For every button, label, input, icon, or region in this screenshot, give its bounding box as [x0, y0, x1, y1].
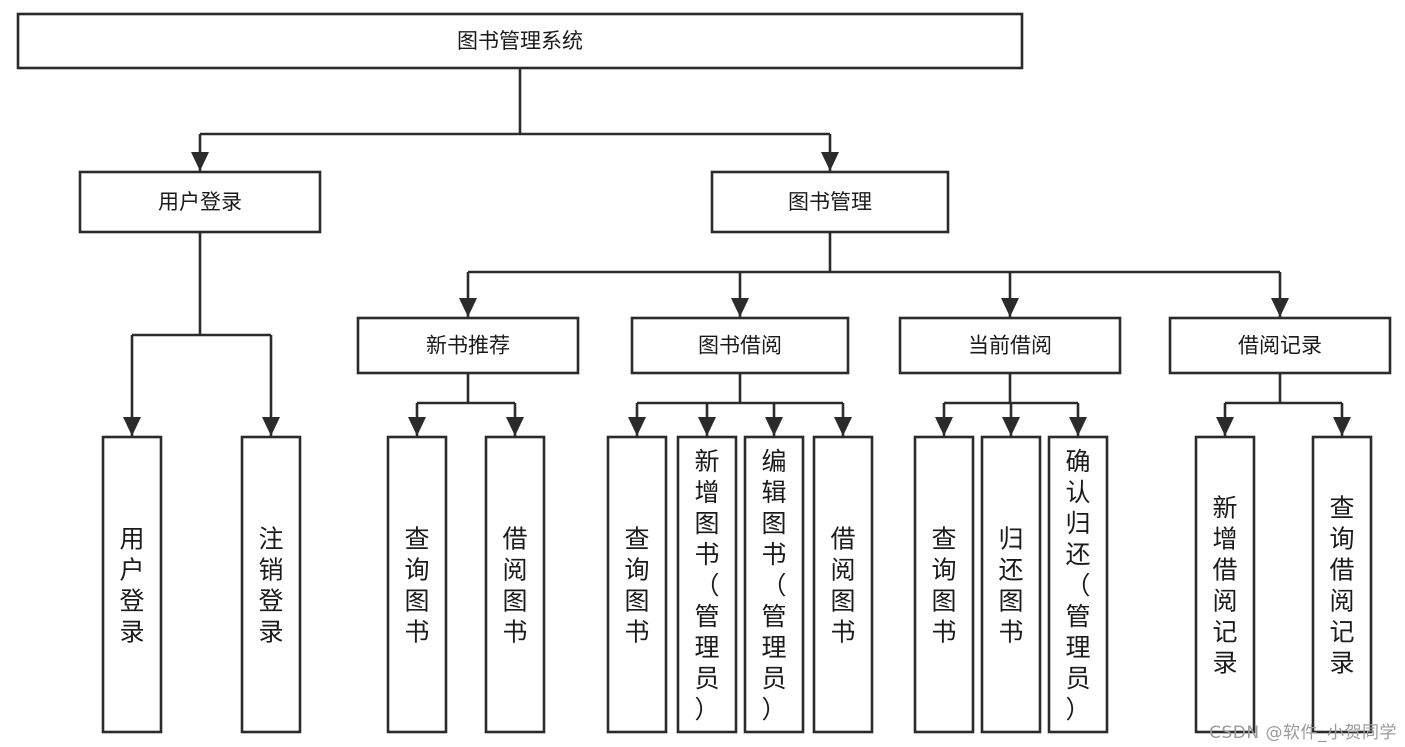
arrow-icon-user-login: [191, 152, 209, 171]
arrow-icon-new-book-recommend: [459, 298, 477, 317]
leaf-node-leaf-record-add[interactable]: 新增借阅记录: [1194, 435, 1256, 734]
leaf-node-leaf-user-logout[interactable]: 注销登录: [240, 435, 302, 734]
node-label-leaf-recommend-query-book: 查询图书: [404, 525, 429, 647]
arrow-icon-leaf-borrow-query-book: [628, 417, 646, 436]
leaf-node-leaf-recommend-query-book[interactable]: 查询图书: [386, 435, 448, 734]
node-label-leaf-record-add: 新增借阅记录: [1212, 494, 1237, 678]
node-label-leaf-borrow-query-book: 查询图书: [624, 525, 649, 647]
node-label-current-borrow: 当前借阅: [968, 334, 1052, 358]
arrow-icon-leaf-user-logout: [262, 417, 280, 436]
node-label-leaf-borrow-edit-book: 编辑图书（管理员）: [761, 447, 786, 724]
leaf-node-leaf-user-login[interactable]: 用户登录: [101, 435, 163, 734]
node-box-book-borrow[interactable]: [630, 316, 850, 375]
arrow-icon-leaf-borrow-borrow-book: [834, 417, 852, 436]
node-box-leaf-current-query-book[interactable]: [913, 435, 975, 734]
node-label-book-borrow: 图书借阅: [698, 334, 782, 358]
arrow-icon-leaf-record-query: [1333, 417, 1351, 436]
node-label-root: 图书管理系统: [457, 29, 583, 53]
level3-node-borrow-record[interactable]: 借阅记录: [1168, 316, 1392, 375]
node-box-book-manage[interactable]: [710, 170, 950, 234]
node-label-new-book-recommend: 新书推荐: [426, 334, 510, 358]
csdn-watermark: CSDN @软件_小贺同学: [1209, 723, 1397, 743]
node-label-leaf-current-return-book: 归还图书: [998, 525, 1023, 647]
arrow-icon-book-borrow: [731, 298, 749, 317]
level2-node-book-manage[interactable]: 图书管理: [710, 170, 950, 234]
node-box-leaf-borrow-borrow-book[interactable]: [812, 435, 874, 734]
node-label-leaf-recommend-borrow-book: 借阅图书: [502, 525, 527, 647]
node-box-user-login[interactable]: [78, 170, 322, 234]
leaf-node-leaf-borrow-add-book[interactable]: 新增图书（管理员）: [676, 435, 738, 734]
node-label-leaf-record-query: 查询借阅记录: [1329, 494, 1354, 678]
root-node-root[interactable]: 图书管理系统: [16, 12, 1024, 70]
node-label-leaf-current-query-book: 查询图书: [931, 525, 956, 647]
arrow-icon-leaf-recommend-borrow-book: [506, 417, 524, 436]
node-box-leaf-user-logout[interactable]: [240, 435, 302, 734]
node-box-leaf-recommend-borrow-book[interactable]: [484, 435, 546, 734]
arrow-icon-leaf-borrow-edit-book: [765, 417, 783, 436]
arrow-icon-leaf-record-add: [1216, 417, 1234, 436]
arrow-icon-leaf-recommend-query-book: [408, 417, 426, 436]
arrow-icon-leaf-current-return-book: [1002, 417, 1020, 436]
connector-layer: [123, 68, 1351, 436]
arrow-icon-leaf-borrow-add-book: [698, 417, 716, 436]
node-label-book-manage: 图书管理: [788, 190, 872, 214]
arrow-icon-leaf-current-query-book: [935, 417, 953, 436]
node-label-leaf-borrow-add-book: 新增图书（管理员）: [694, 447, 719, 724]
node-label-leaf-user-logout: 注销登录: [258, 525, 283, 647]
leaf-node-leaf-borrow-query-book[interactable]: 查询图书: [606, 435, 668, 734]
node-box-leaf-record-add[interactable]: [1194, 435, 1256, 734]
leaf-node-leaf-current-query-book[interactable]: 查询图书: [913, 435, 975, 734]
leaf-node-leaf-current-confirm-return[interactable]: 确认归还（管理员）: [1047, 435, 1109, 734]
leaf-node-leaf-borrow-edit-book[interactable]: 编辑图书（管理员）: [743, 435, 805, 734]
arrow-icon-current-borrow: [1001, 298, 1019, 317]
leaf-node-leaf-recommend-borrow-book[interactable]: 借阅图书: [484, 435, 546, 734]
node-box-leaf-user-login[interactable]: [101, 435, 163, 734]
arrow-icon-leaf-current-confirm-return: [1069, 417, 1087, 436]
node-box-leaf-recommend-query-book[interactable]: [386, 435, 448, 734]
arrow-icon-borrow-record: [1271, 298, 1289, 317]
node-label-leaf-user-login: 用户登录: [119, 525, 144, 647]
node-label-user-login: 用户登录: [158, 190, 242, 214]
node-box-leaf-record-query[interactable]: [1311, 435, 1373, 734]
node-label-borrow-record: 借阅记录: [1238, 334, 1322, 358]
node-box-leaf-current-return-book[interactable]: [980, 435, 1042, 734]
level3-node-new-book-recommend[interactable]: 新书推荐: [356, 316, 580, 375]
leaf-node-leaf-record-query[interactable]: 查询借阅记录: [1311, 435, 1373, 734]
node-layer: 图书管理系统用户登录图书管理新书推荐图书借阅当前借阅借阅记录用户登录注销登录查询…: [16, 12, 1392, 734]
level3-node-book-borrow[interactable]: 图书借阅: [630, 316, 850, 375]
node-box-leaf-current-confirm-return[interactable]: [1047, 435, 1109, 734]
node-box-current-borrow[interactable]: [898, 316, 1122, 375]
node-box-leaf-borrow-query-book[interactable]: [606, 435, 668, 734]
node-label-leaf-current-confirm-return: 确认归还（管理员）: [1065, 447, 1090, 724]
node-box-new-book-recommend[interactable]: [356, 316, 580, 375]
arrow-icon-book-manage: [821, 152, 839, 171]
leaf-node-leaf-current-return-book[interactable]: 归还图书: [980, 435, 1042, 734]
level3-node-current-borrow[interactable]: 当前借阅: [898, 316, 1122, 375]
node-box-root[interactable]: [16, 12, 1024, 70]
node-box-leaf-borrow-edit-book[interactable]: [743, 435, 805, 734]
arrow-icon-leaf-user-login: [123, 417, 141, 436]
node-label-leaf-borrow-borrow-book: 借阅图书: [830, 525, 855, 647]
leaf-node-leaf-borrow-borrow-book[interactable]: 借阅图书: [812, 435, 874, 734]
node-box-borrow-record[interactable]: [1168, 316, 1392, 375]
level2-node-user-login[interactable]: 用户登录: [78, 170, 322, 234]
node-box-leaf-borrow-add-book[interactable]: [676, 435, 738, 734]
